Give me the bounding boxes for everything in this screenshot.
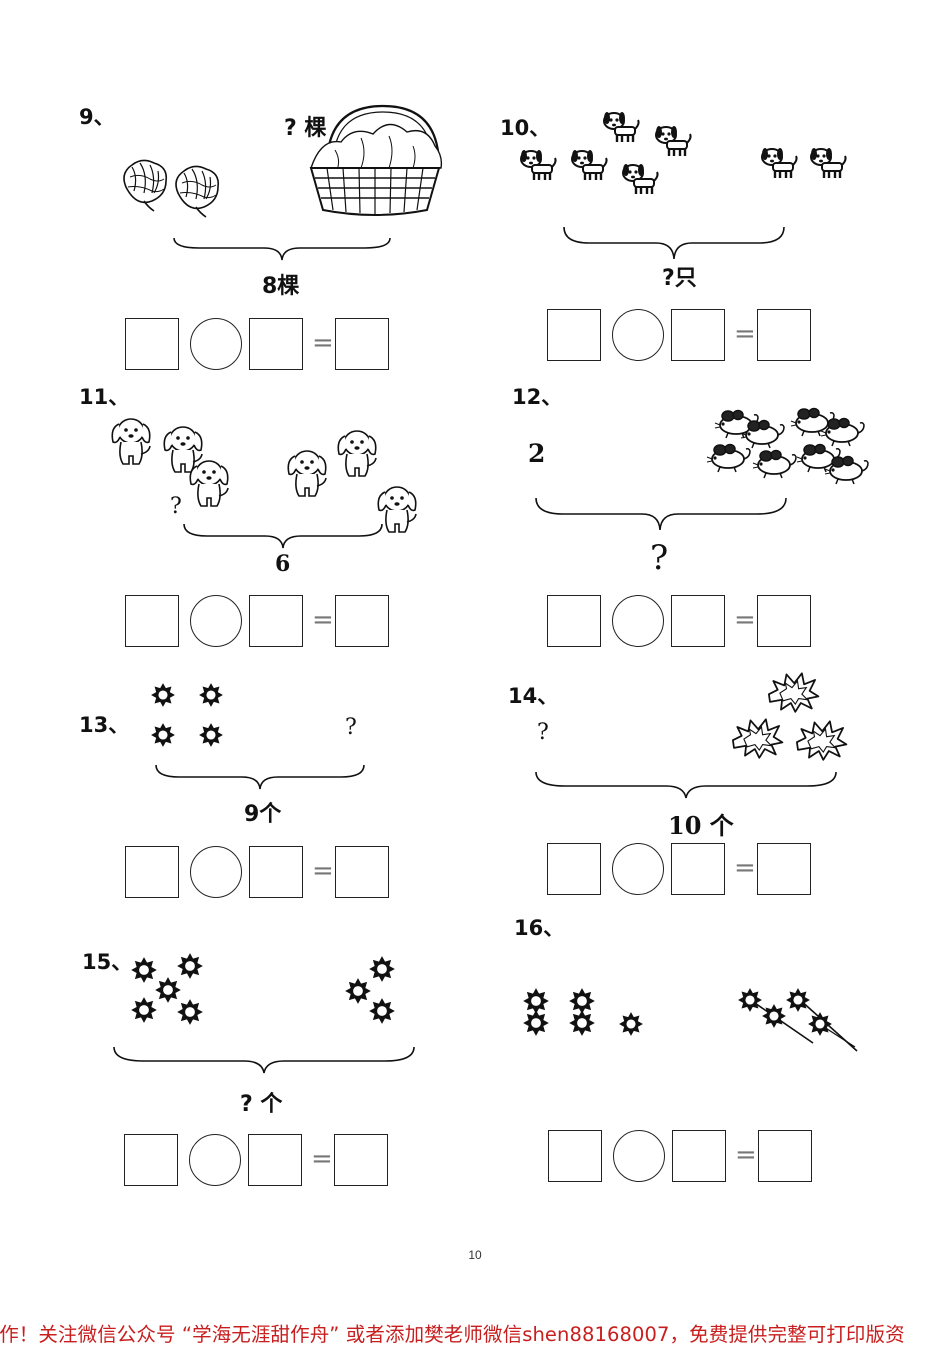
footer-banner: 钟操作！关注微信公众号 “学海无涯甜作舟” 或者添加樊老师微信shen88168…: [0, 1323, 905, 1346]
sun-stack-icon: [523, 988, 643, 1036]
addend-1-box[interactable]: [125, 595, 179, 647]
page-number: 10: [468, 1248, 482, 1262]
operator-circle[interactable]: [613, 1130, 665, 1182]
problem-15-total-label: ? 个: [240, 1092, 283, 1117]
operator-circle[interactable]: [189, 1134, 241, 1186]
equals-sign: =: [312, 856, 334, 886]
problem-9-total-label: 8棵: [262, 274, 300, 299]
operator-circle[interactable]: [190, 318, 242, 370]
addend-1-box[interactable]: [547, 595, 601, 647]
problem-13-number: 13、: [79, 713, 130, 737]
equals-sign: =: [734, 319, 756, 349]
addend-1-box[interactable]: [125, 318, 179, 370]
operator-circle[interactable]: [190, 846, 242, 898]
sun-icon: [345, 956, 395, 1024]
addend-2-box[interactable]: [671, 843, 725, 895]
addend-2-box[interactable]: [671, 595, 725, 647]
addend-1-box[interactable]: [548, 1130, 602, 1182]
problem-14-number: 14、: [508, 684, 559, 708]
addend-1-box[interactable]: [124, 1134, 178, 1186]
operator-circle[interactable]: [190, 595, 242, 647]
problem-14-part-label: ?: [537, 720, 549, 745]
problem-14-equation: =: [547, 843, 813, 899]
result-box[interactable]: [335, 595, 389, 647]
problem-15-number: 15、: [82, 950, 133, 974]
problem-11-part-label: ?: [170, 494, 182, 519]
equals-sign: =: [734, 605, 756, 635]
problem-11-total-label: 6: [275, 551, 291, 577]
problem-16-number: 16、: [514, 916, 565, 940]
equals-sign: =: [311, 1144, 333, 1174]
result-box[interactable]: [757, 843, 811, 895]
equals-sign: =: [734, 853, 756, 883]
problem-9-brace: [173, 237, 391, 261]
equals-sign: =: [735, 1140, 757, 1170]
problem-11-number: 11、: [79, 385, 130, 409]
sun-icon: [131, 953, 203, 1025]
firework-stick-icon: [738, 988, 858, 1052]
burst-icon: [732, 672, 848, 761]
addend-2-box[interactable]: [249, 595, 303, 647]
problem-12-brace: [535, 497, 787, 531]
problem-11-equation: =: [125, 595, 391, 651]
addend-2-box[interactable]: [249, 846, 303, 898]
addend-1-box[interactable]: [547, 309, 601, 361]
problem-10-brace: [563, 226, 785, 260]
result-box[interactable]: [757, 309, 811, 361]
cabbage-basket-icon: [309, 104, 443, 216]
problem-14-total-label: 10 个: [668, 811, 734, 840]
result-box[interactable]: [334, 1134, 388, 1186]
dog-icon: [519, 110, 847, 196]
addend-1-box[interactable]: [547, 843, 601, 895]
addend-1-box[interactable]: [125, 846, 179, 898]
problem-11-brace: [183, 523, 383, 549]
problem-14-brace: [535, 771, 837, 799]
addend-2-box[interactable]: [248, 1134, 302, 1186]
problem-9-equation: =: [125, 318, 391, 374]
equals-sign: =: [312, 605, 334, 635]
cabbage-icon: [123, 159, 220, 218]
problem-10-total-label: ?只: [662, 266, 697, 291]
addend-2-box[interactable]: [671, 309, 725, 361]
operator-circle[interactable]: [612, 309, 664, 361]
result-box[interactable]: [335, 318, 389, 370]
problem-10-number: 10、: [500, 116, 551, 140]
problem-9-number: 9、: [79, 105, 115, 129]
problem-12-total-label: ?: [650, 538, 669, 578]
result-box[interactable]: [758, 1130, 812, 1182]
problem-12-equation: =: [547, 595, 813, 651]
problem-16-equation: =: [548, 1130, 814, 1186]
problem-13-part-label: ?: [345, 715, 357, 740]
problem-13-total-label: 9个: [244, 802, 282, 827]
sun-icon: [151, 683, 223, 747]
problem-13-brace: [155, 764, 365, 790]
addend-2-box[interactable]: [672, 1130, 726, 1182]
addend-2-box[interactable]: [249, 318, 303, 370]
problem-15-equation: =: [124, 1134, 390, 1190]
result-box[interactable]: [757, 595, 811, 647]
result-box[interactable]: [335, 846, 389, 898]
operator-circle[interactable]: [612, 595, 664, 647]
problem-12-part-label: 2: [528, 439, 546, 468]
mouse-icon: [706, 407, 869, 485]
problem-15-brace: [113, 1046, 415, 1074]
problem-13-equation: =: [125, 846, 391, 902]
problem-12-number: 12、: [512, 385, 563, 409]
problem-10-equation: =: [547, 309, 813, 365]
operator-circle[interactable]: [612, 843, 664, 895]
equals-sign: =: [312, 328, 334, 358]
problem-9-part-label: ? 棵: [284, 116, 327, 141]
